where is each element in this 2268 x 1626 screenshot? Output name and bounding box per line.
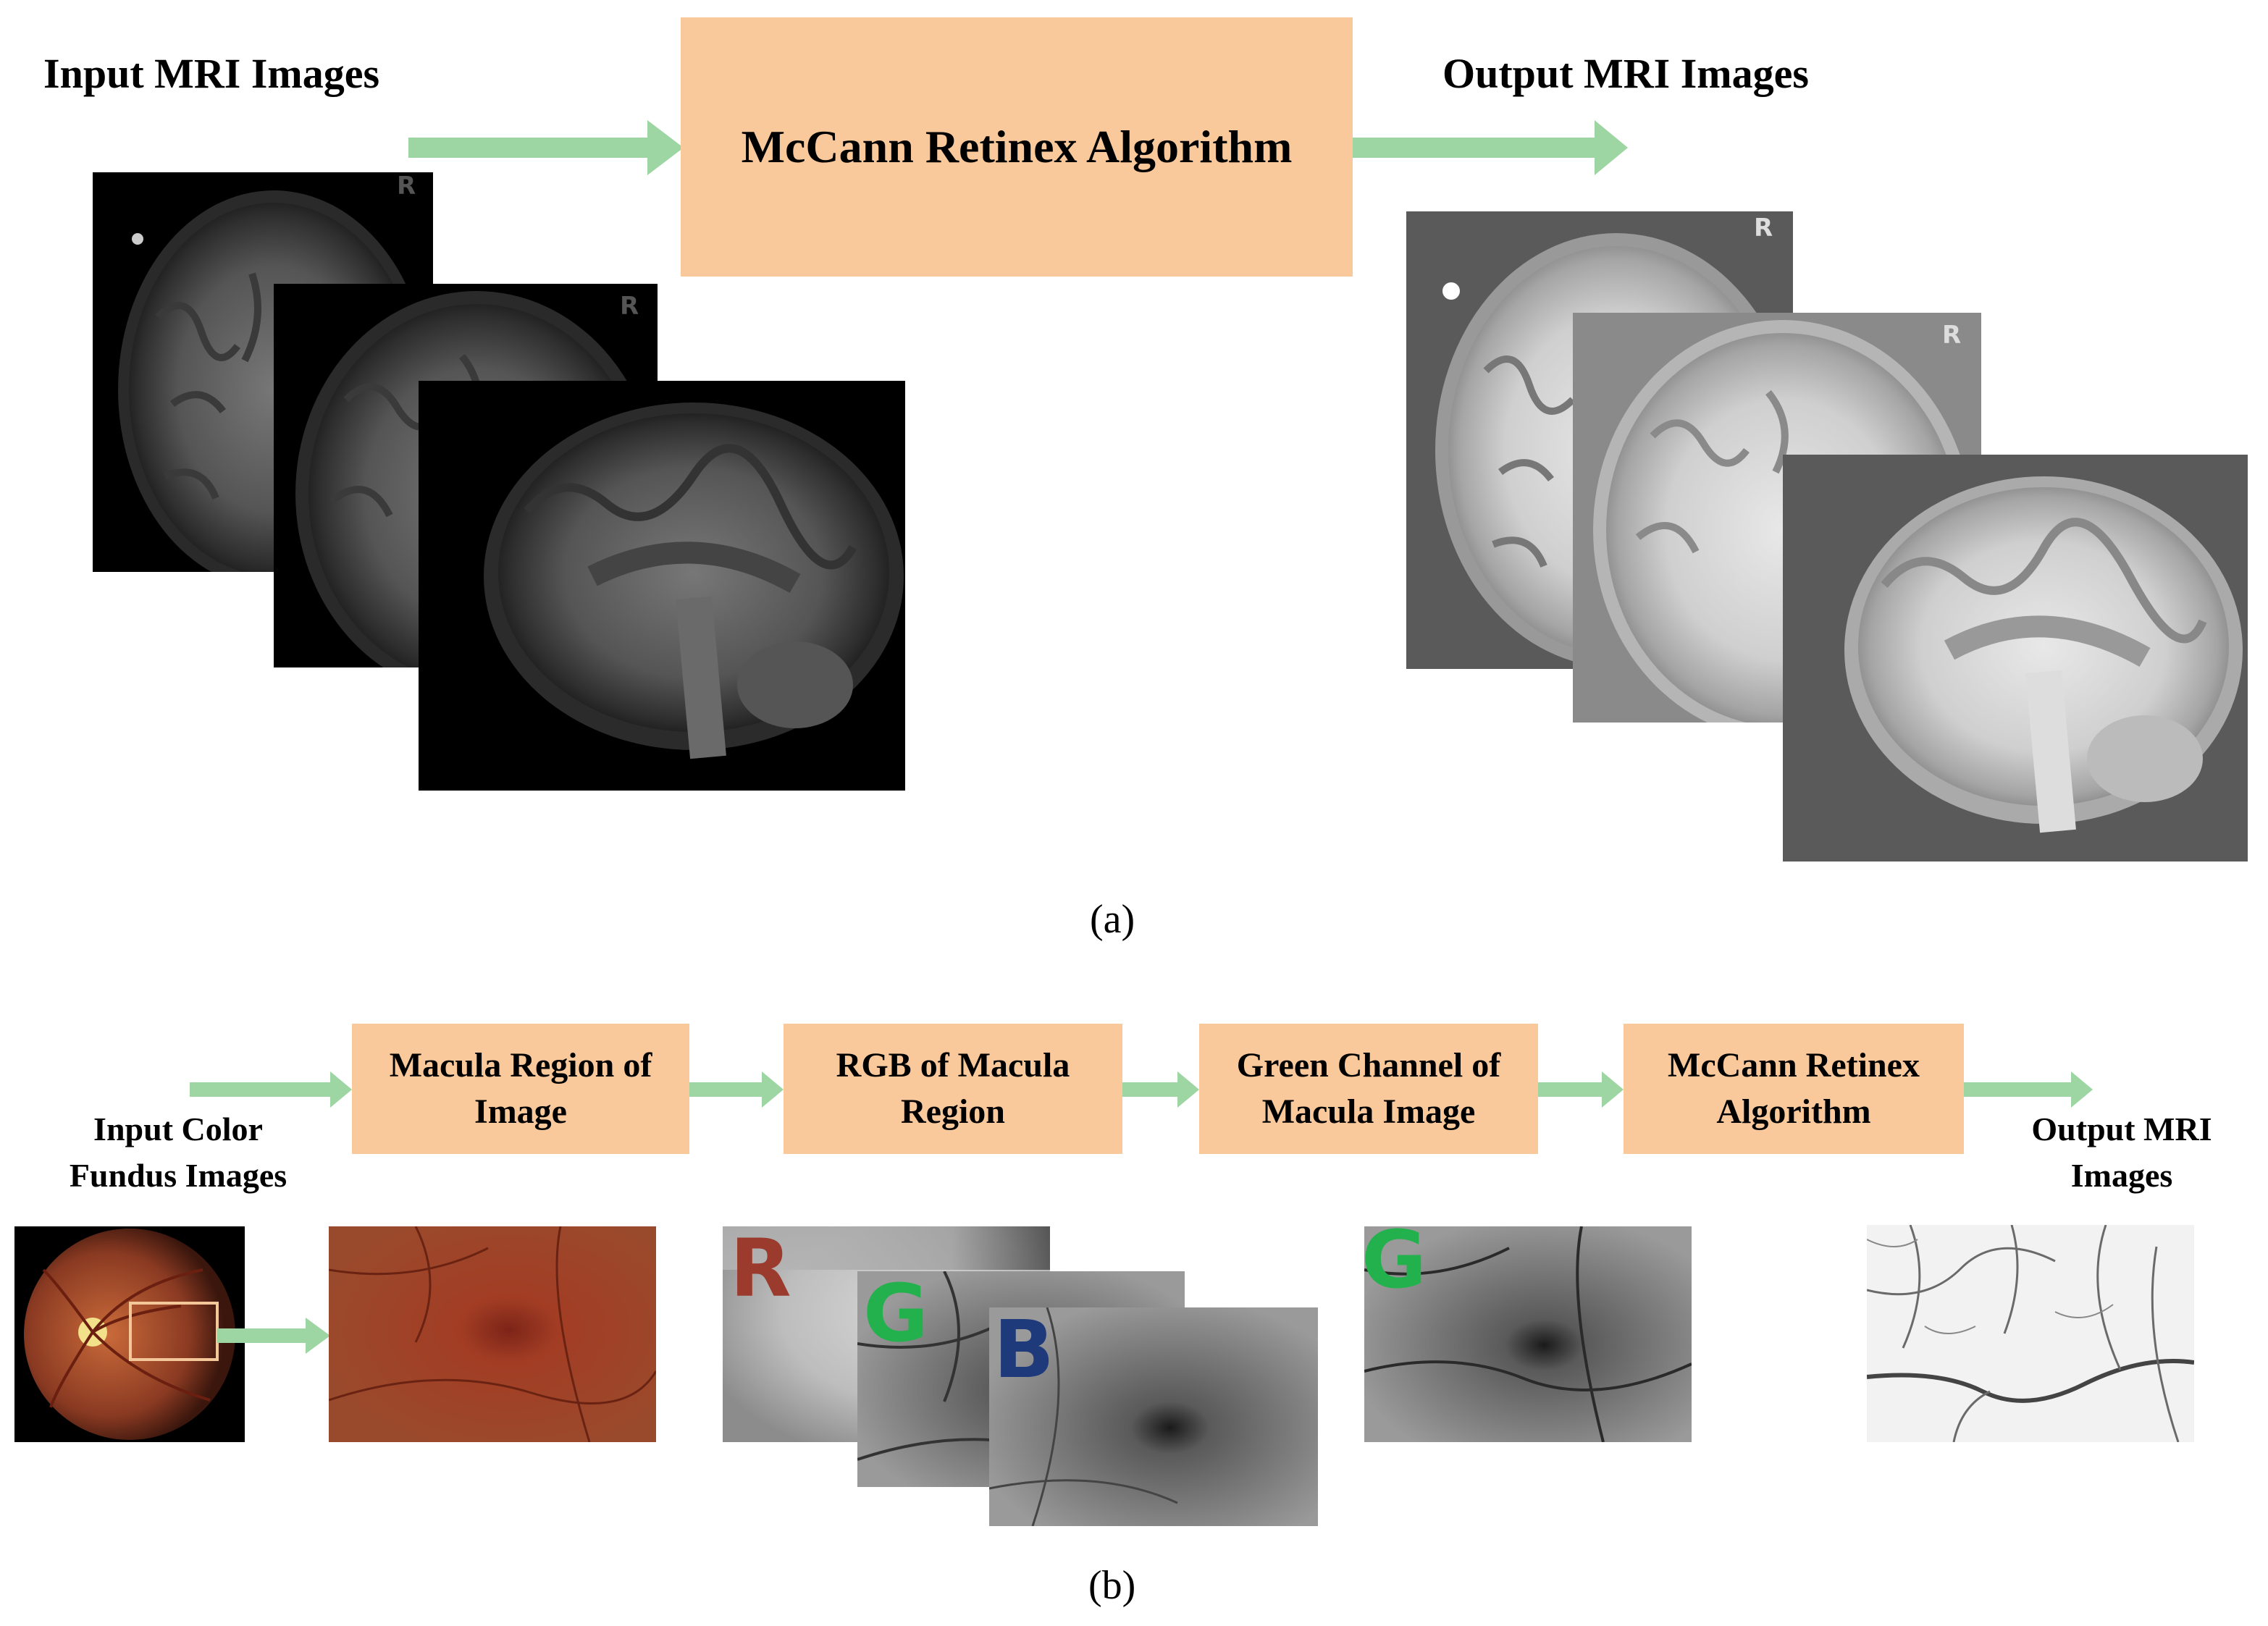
channel-label-g: G — [1364, 1226, 1427, 1306]
arrow-algorithm-to-output — [1353, 120, 1628, 175]
slice-marker: R — [397, 172, 416, 201]
arrow-b-0 — [190, 1071, 352, 1108]
arrow-b-2 — [1122, 1071, 1199, 1108]
input-fundus-label: Input Color Fundus Images — [69, 1111, 287, 1194]
output-mri-label: Output MRI Images — [1442, 50, 1809, 97]
arrow-b-3 — [1538, 1071, 1624, 1108]
step-4-line2: Algorithm — [1716, 1092, 1871, 1131]
macula-region-image — [329, 1226, 656, 1442]
mccann-retinex-box: McCann Retinex Algorithm — [681, 17, 1353, 277]
step-1-line1: Macula Region of — [389, 1046, 652, 1084]
channel-label-r: R — [730, 1226, 791, 1315]
mccann-retinex-label: McCann Retinex Algorithm — [741, 121, 1293, 172]
step-box-macula-region: Macula Region of Image — [352, 1024, 689, 1154]
input-mri-sagittal — [419, 381, 905, 791]
input-fundus-image — [14, 1226, 245, 1442]
channel-label-b: B — [994, 1307, 1054, 1396]
svg-text:R: R — [1942, 321, 1961, 350]
step-2-line2: Region — [900, 1092, 1005, 1131]
arrow-b-1 — [689, 1071, 784, 1108]
arrow-input-to-algorithm — [408, 120, 684, 175]
caption-b: (b) — [1088, 1563, 1136, 1608]
step-3-line1: Green Channel of — [1236, 1046, 1501, 1084]
blue-channel-image: B — [989, 1307, 1318, 1526]
step-3-line2: Macula Image — [1261, 1092, 1476, 1131]
green-channel-image: G — [1364, 1226, 1692, 1442]
svg-text:R: R — [1754, 214, 1773, 243]
step-2-line1: RGB of Macula — [836, 1046, 1070, 1084]
input-mri-label: Input MRI Images — [43, 50, 380, 97]
output-mri-label-b: Output MRI Images — [2031, 1111, 2212, 1194]
step-1-line2: Image — [474, 1092, 567, 1131]
channel-label-g-stack: G — [863, 1271, 929, 1360]
caption-a: (a) — [1090, 897, 1135, 942]
output-mri-sagittal — [1783, 455, 2248, 862]
arrow-b-4 — [1964, 1071, 2093, 1108]
arrow-fundus-to-macula — [217, 1318, 330, 1354]
step-box-green-channel: Green Channel of Macula Image — [1199, 1024, 1538, 1154]
output-vessel-image — [1867, 1225, 2194, 1442]
step-4-line1: McCann Retinex — [1668, 1046, 1920, 1084]
svg-text:R: R — [620, 292, 639, 321]
